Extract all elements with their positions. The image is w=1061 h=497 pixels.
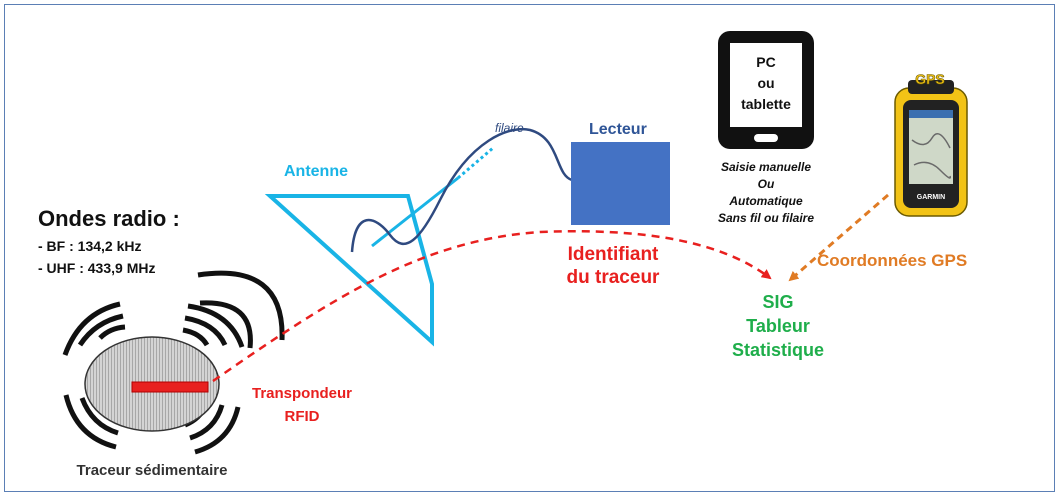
radio-band-bf: - BF : 134,2 kHz	[38, 238, 141, 254]
arrow-gps-to-sig	[788, 193, 889, 282]
input-mode-line2: Ou	[758, 177, 775, 191]
sig-line1: SIG	[762, 292, 793, 312]
gps-screen-header	[909, 110, 953, 118]
wave-large-arc	[197, 270, 285, 341]
wave-br-3	[194, 406, 241, 455]
input-mode-line4: Sans fil ou filaire	[718, 211, 814, 225]
tracer-id-line2: du traceur	[567, 267, 661, 288]
input-mode-line3: Automatique	[728, 194, 803, 208]
wave-bl-2	[79, 397, 119, 436]
sedimentary-tracer	[84, 336, 220, 432]
wave-tr-1	[182, 327, 210, 347]
wave-tl-1	[98, 324, 126, 340]
tracer-id-line1: Identifiant	[568, 244, 659, 265]
wave-bl-3	[63, 394, 117, 450]
gps-device	[894, 80, 968, 217]
input-mode-line1: Saisie manuelle	[721, 160, 811, 174]
radio-waves-title: Ondes radio :	[38, 206, 180, 231]
radio-band-uhf: - UHF : 433,9 MHz	[38, 260, 155, 276]
transponder-line1: Transpondeur	[252, 385, 352, 402]
antenna-label: Antenne	[284, 163, 348, 180]
tablet-device	[718, 31, 814, 149]
wired-label: filaire	[495, 121, 524, 135]
wave-tl-3	[62, 301, 121, 356]
tablet-text-pc: PC	[756, 54, 775, 70]
gps-logo-label: GPS	[915, 71, 945, 87]
reader-box	[571, 142, 670, 225]
gps-coordinates-label: Coordonnées GPS	[817, 251, 967, 270]
tablet-screen	[730, 43, 802, 127]
tablet-text-tablette: tablette	[741, 96, 791, 112]
transponder-line2: RFID	[285, 408, 320, 425]
gps-map-lines	[911, 133, 952, 179]
antenna-stem	[371, 176, 459, 248]
arrow-transponder-to-sig	[212, 230, 772, 383]
rfid-transponder-bar	[131, 381, 209, 393]
wave-tr-2	[184, 315, 228, 347]
antenna-frame	[264, 194, 434, 347]
wave-br-2	[189, 404, 225, 441]
sig-line2: Tableur	[746, 316, 810, 336]
tablet-home-button	[754, 134, 778, 142]
wave-tl-2	[77, 313, 124, 347]
tablet-text-ou: ou	[757, 75, 774, 91]
wired-cable	[350, 127, 573, 253]
sig-line3: Statistique	[732, 340, 824, 360]
gps-brand-label: GARMIN	[917, 194, 945, 201]
wave-medium-arc	[199, 300, 253, 349]
tracer-label: Traceur sédimentaire	[77, 462, 228, 479]
gps-antenna-top	[908, 80, 954, 94]
wave-tr-3	[187, 303, 245, 348]
gps-screen	[909, 110, 953, 184]
antenna-stem-dotted	[457, 146, 494, 180]
reader-label: Lecteur	[589, 121, 647, 138]
